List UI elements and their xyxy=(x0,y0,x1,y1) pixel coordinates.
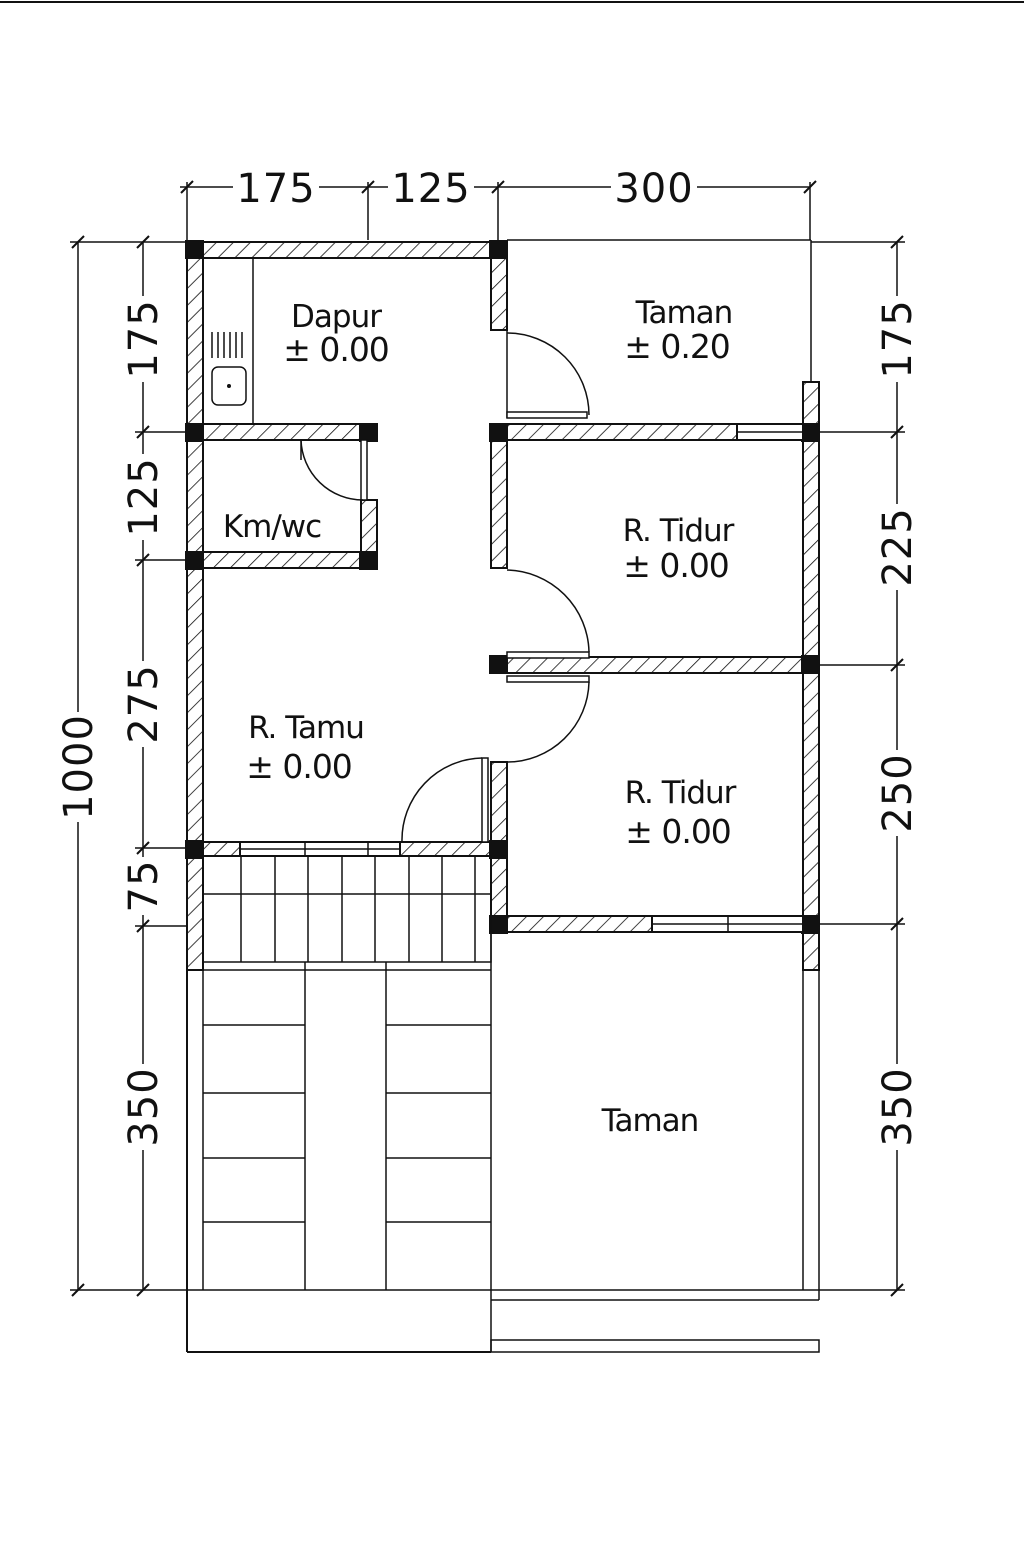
windows xyxy=(239,423,804,933)
wall-top xyxy=(186,241,506,259)
dim-left-4: 75 xyxy=(121,860,167,913)
left-total-dimension: 1000 xyxy=(56,712,102,822)
room-tidur1-level: ± 0.00 xyxy=(623,546,729,585)
room-labels: Dapur ± 0.00 Taman ± 0.20 Km/wc R. Tidur… xyxy=(223,295,738,1139)
dim-left-5: 350 xyxy=(121,1067,167,1146)
dim-right-4: 350 xyxy=(875,1067,921,1146)
terrace-tiles xyxy=(202,855,492,963)
room-taman-top-level: ± 0.20 xyxy=(624,327,730,366)
left-dimensions: 175 125 275 75 350 xyxy=(121,296,167,1150)
wall-bedroom-divider xyxy=(490,656,820,674)
right-dimensions: 175 225 250 350 xyxy=(875,296,921,1150)
kitchen-counter xyxy=(211,258,254,424)
dim-right-2: 225 xyxy=(875,507,921,586)
wall-right xyxy=(802,381,820,971)
room-dapur-level: ± 0.00 xyxy=(283,330,389,369)
dim-top-2: 125 xyxy=(391,166,470,212)
wall-kmwc-bottom xyxy=(186,551,378,569)
wall-left xyxy=(186,241,204,971)
wall-kitchen-kmwc xyxy=(186,423,378,441)
dim-right-3: 250 xyxy=(875,753,921,832)
dim-left-3: 275 xyxy=(121,664,167,743)
room-tidur1-name: R. Tidur xyxy=(623,513,735,549)
room-dapur-name: Dapur xyxy=(291,299,382,335)
dim-right-1: 175 xyxy=(875,299,921,378)
room-tidur2-name: R. Tidur xyxy=(625,775,737,811)
room-taman-bottom-name: Taman xyxy=(601,1103,699,1139)
dim-left-1: 175 xyxy=(121,299,167,378)
dim-top-3: 300 xyxy=(614,166,693,212)
wall-bedroom1-left xyxy=(490,423,508,569)
dim-top-1: 175 xyxy=(236,166,315,212)
room-tamu-name: R. Tamu xyxy=(248,710,364,746)
front-yard xyxy=(186,239,905,1353)
columns xyxy=(185,240,820,934)
doors xyxy=(300,330,590,843)
room-kmwc-name: Km/wc xyxy=(223,509,321,545)
dim-left-2: 125 xyxy=(121,457,167,536)
top-dimensions: 175 125 300 xyxy=(233,166,697,212)
dim-left-total: 1000 xyxy=(56,714,102,820)
room-tidur2-level: ± 0.00 xyxy=(625,812,731,851)
room-taman-top-name: Taman xyxy=(635,295,733,331)
room-tamu-level: ± 0.00 xyxy=(246,747,352,786)
